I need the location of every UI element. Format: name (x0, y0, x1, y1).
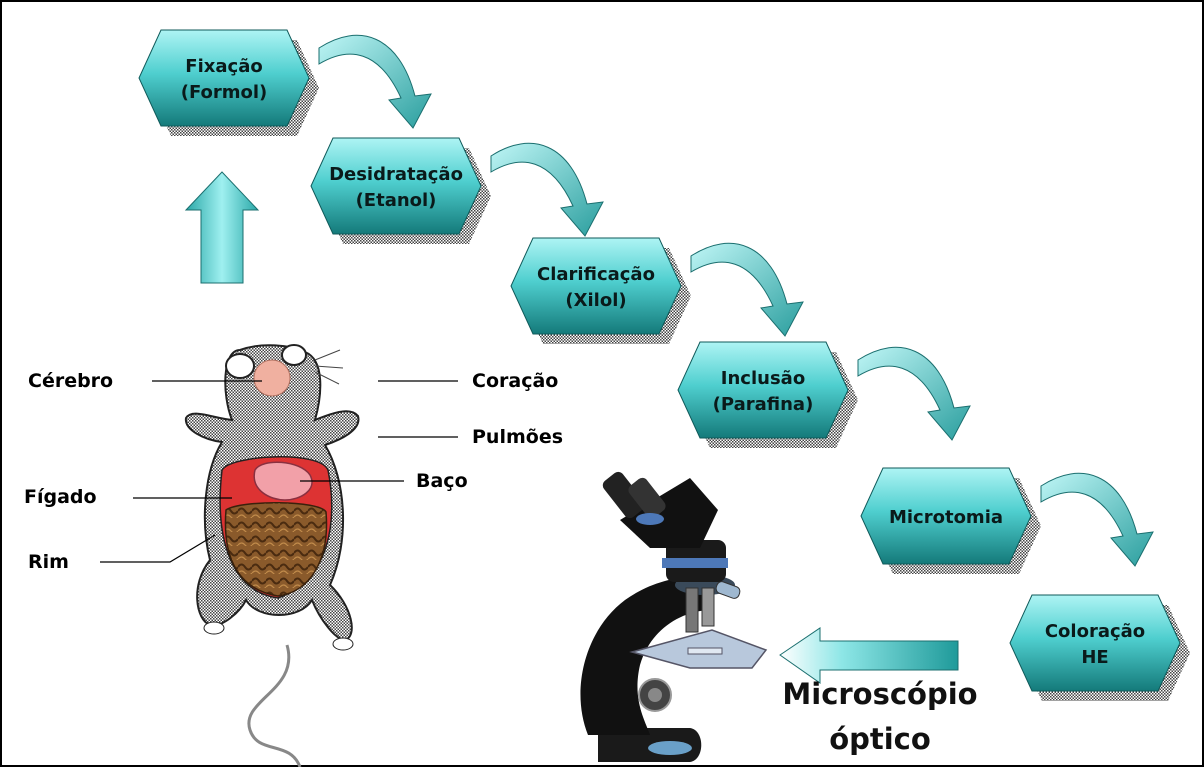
spleen (253, 461, 313, 501)
left-arrow-to-microscope (779, 627, 959, 684)
step-label-line2: (Xilol) (565, 290, 626, 311)
eyepiece-right (628, 477, 666, 519)
step-label-line1: Desidratação (329, 164, 463, 185)
up-arrow (184, 171, 260, 284)
microscope-label-line2: óptico (829, 722, 931, 756)
mouse-ear-left (225, 353, 255, 379)
step-label-line2: (Formol) (181, 82, 268, 103)
label-cerebro: Cérebro (28, 370, 113, 392)
mouse-tail (247, 644, 302, 767)
curved-arrow-3 (690, 242, 804, 337)
curved-arrow-5 (1040, 472, 1154, 567)
step-hexagon (138, 29, 310, 127)
label-coracao: Coração (472, 370, 558, 392)
hind-foot-right (332, 637, 354, 651)
step-label-line2: HE (1081, 647, 1108, 668)
step-2: Desidratação (Etanol) (310, 137, 491, 244)
head (620, 478, 718, 548)
step-hexagon (860, 467, 1032, 565)
step-label-line1: Inclusão (721, 368, 805, 389)
step-arrows (318, 34, 1154, 567)
curved-arrow-2 (490, 142, 604, 237)
step-1: Fixação (Formol) (138, 29, 319, 136)
microscope-illustration (580, 471, 768, 762)
label-rim: Rim (28, 551, 69, 573)
step-label-line1: Microtomia (889, 507, 1003, 528)
microscope-light (648, 741, 692, 755)
hind-foot-left (203, 621, 225, 635)
process-steps: Fixação (Formol) Desidratação (Etanol) Clari… (138, 29, 1190, 701)
mouse-ear-right (281, 344, 307, 366)
step-label-line2: (Parafina) (713, 394, 814, 415)
organ-labels: Cérebro Coração Pulmões Baço Fígado Rim (24, 370, 563, 573)
step-4: Inclusão (Parafina) (677, 341, 858, 448)
mouse-illustration (184, 344, 360, 767)
objective-2 (701, 587, 715, 627)
microscope-arm (580, 577, 708, 735)
objective-3 (715, 581, 741, 599)
step-label-line1: Clarificação (537, 264, 655, 285)
label-baco: Baço (416, 470, 468, 492)
focus-knob-center (648, 688, 662, 702)
step-label-line2: (Etanol) (356, 190, 437, 211)
step-label-line1: Fixação (185, 56, 262, 77)
step-hexagon (677, 341, 849, 439)
step-label-line1: Coloração (1045, 621, 1145, 642)
step-hexagon (510, 237, 682, 335)
step-hexagon (1009, 594, 1181, 692)
step-3: Clarificação (Xilol) (510, 237, 691, 344)
step-5: Microtomia (860, 467, 1041, 574)
objective-1 (685, 587, 699, 633)
leader-rim (100, 534, 216, 563)
body-ring (662, 558, 728, 568)
eyepiece-ring (636, 513, 664, 525)
label-figado: Fígado (24, 486, 97, 508)
label-pulmoes: Pulmões (472, 426, 563, 448)
microscope-label-line1: Microscópio (782, 677, 977, 711)
intestines (224, 501, 328, 597)
whiskers (314, 349, 344, 385)
step-hexagon (310, 137, 482, 235)
slide (687, 647, 723, 655)
eyepiece-left (602, 471, 646, 519)
brain (253, 359, 291, 397)
curved-arrow-1 (318, 34, 432, 129)
curved-arrow-4 (857, 346, 971, 441)
